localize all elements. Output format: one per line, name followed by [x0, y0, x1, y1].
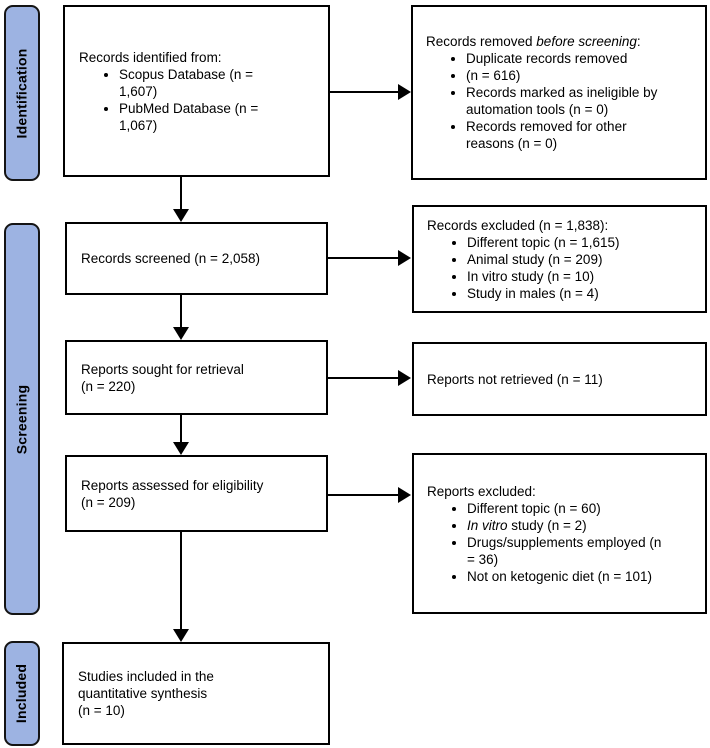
stage-identification: Identification: [4, 5, 40, 181]
arrow-line-sought-to-not-retrieved: [328, 377, 399, 379]
box-reports-assessed: Reports assessed for eligibility (n = 20…: [65, 455, 328, 532]
arrow-head-identified-to-screened: [173, 209, 189, 222]
arrow-head-identified-to-removed: [398, 84, 411, 100]
arrow-line-identified-to-removed: [328, 91, 399, 93]
heading-text: :: [636, 34, 641, 49]
stage-screening: Screening: [4, 223, 40, 615]
box-records-excluded: Records excluded (n = 1,838): Different …: [412, 205, 707, 313]
arrow-line-screened-to-excluded: [328, 257, 399, 259]
arrow-head-assessed-to-included: [173, 629, 189, 642]
bullet-item: Drugs/supplements employed (n = 36): [467, 534, 705, 568]
arrow-line-assessed-to-included: [180, 532, 182, 630]
bullet-text: Drugs/supplements employed (n = 36): [467, 534, 662, 567]
arrow-head-screened-to-excluded: [398, 250, 411, 266]
arrow-line-screened-to-sought: [180, 295, 182, 328]
bullet-item: PubMed Database (n = 1,067): [119, 100, 328, 134]
box-reports-not-retrieved: Reports not retrieved (n = 11): [412, 342, 707, 416]
reports-not-retrieved-text: Reports not retrieved (n = 11): [427, 371, 603, 387]
records-excluded-heading: Records excluded (n = 1,838):: [427, 217, 609, 233]
records-identified-bullets: Scopus Database (n = 1,607) PubMed Datab…: [65, 66, 328, 134]
arrow-line-assessed-to-reports-excluded: [328, 494, 399, 496]
bullet-item: Different topic (n = 1,615): [467, 234, 705, 251]
reports-assessed-text: Reports assessed for eligibility (n = 20…: [81, 477, 264, 510]
heading-text: Records removed: [426, 34, 537, 49]
arrow-head-sought-to-not-retrieved: [398, 370, 411, 386]
reports-excluded-heading: Reports excluded:: [427, 483, 536, 499]
bullet-item: Animal study (n = 209): [467, 251, 705, 268]
records-identified-heading: Records identified from:: [79, 49, 222, 65]
records-excluded-bullets: Different topic (n = 1,615) Animal study…: [414, 234, 705, 302]
box-reports-excluded: Reports excluded: Different topic (n = 6…: [412, 453, 707, 614]
bullet-text: study (n = 2): [507, 517, 587, 533]
box-records-identified: Records identified from: Scopus Database…: [63, 5, 330, 177]
bullet-item: In vitro study (n = 10): [467, 268, 705, 285]
bullet-item: Scopus Database (n = 1,607): [119, 66, 328, 100]
bullet-text: Not on ketogenic diet (n = 101): [467, 568, 652, 584]
records-removed-bullets: Duplicate records removed (n = 616) Reco…: [413, 50, 705, 152]
studies-included-text: Studies included in the quantitative syn…: [78, 669, 214, 718]
bullet-item: Duplicate records removed: [466, 50, 705, 67]
stage-included-label: Included: [13, 663, 30, 724]
bullet-item: (n = 616): [466, 67, 705, 84]
stage-included: Included: [4, 641, 40, 746]
box-records-removed: Records removed before screening: Duplic…: [411, 5, 707, 180]
bullet-item: Different topic (n = 60): [467, 500, 705, 517]
stage-screening-label: Screening: [13, 384, 30, 454]
reports-excluded-bullets: Different topic (n = 60) In vitro study …: [414, 500, 705, 585]
bullet-text: Different topic (n = 60): [467, 500, 601, 516]
bullet-item: Records removed for other reasons (n = 0…: [466, 118, 705, 152]
arrow-line-sought-to-assessed: [180, 415, 182, 443]
arrow-head-screened-to-sought: [173, 327, 189, 340]
reports-sought-text: Reports sought for retrieval (n = 220): [81, 361, 244, 394]
arrow-line-identified-to-screened: [180, 177, 182, 210]
bullet-italic-text: In vitro: [467, 517, 508, 533]
records-screened-text: Records screened (n = 2,058): [81, 251, 260, 266]
stage-identification-label: Identification: [13, 48, 30, 138]
box-studies-included: Studies included in the quantitative syn…: [62, 642, 330, 745]
box-reports-sought: Reports sought for retrieval (n = 220): [65, 340, 328, 415]
bullet-item: Records marked as ineligible by automati…: [466, 84, 705, 118]
bullet-item: Study in males (n = 4): [467, 285, 705, 302]
heading-italic-text: before screening: [536, 34, 637, 49]
arrow-head-sought-to-assessed: [173, 442, 189, 455]
bullet-item: Not on ketogenic diet (n = 101): [467, 568, 705, 585]
records-removed-heading: Records removed before screening:: [413, 33, 705, 50]
box-records-screened: Records screened (n = 2,058): [65, 222, 328, 295]
arrow-head-assessed-to-reports-excluded: [398, 487, 411, 503]
bullet-item: In vitro study (n = 2): [467, 517, 705, 534]
